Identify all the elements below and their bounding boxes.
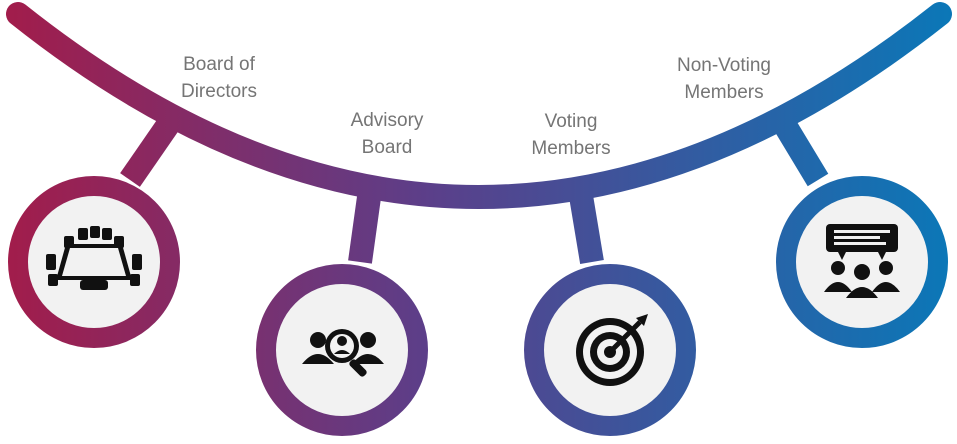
label-line: Board of: [183, 54, 255, 75]
connector-arc: [6, 2, 952, 209]
stem-advisory: [348, 188, 382, 264]
label-line: Directors: [180, 81, 257, 102]
label-line: Members: [531, 138, 611, 159]
label-advisory-board: Advisory Board: [307, 107, 467, 161]
audience-speech-icon: [824, 224, 900, 298]
stem-nonvoting: [772, 115, 829, 187]
target-icon: [576, 314, 648, 386]
label-line: Board: [361, 137, 413, 158]
stem-board: [120, 118, 178, 187]
stem-voting: [568, 188, 604, 264]
label-board-of-directors: Board of Directors: [139, 51, 299, 105]
label-line: Non-Voting: [676, 55, 771, 76]
conference-table-icon: [46, 226, 142, 290]
label-line: Members: [684, 82, 764, 103]
label-non-voting-members: Non-Voting Members: [644, 52, 804, 106]
label-line: Advisory: [350, 110, 424, 131]
label-voting-members: Voting Members: [491, 108, 651, 162]
node-nonvoting: [776, 176, 948, 348]
label-line: Voting: [544, 111, 598, 132]
search-people-icon: [302, 329, 384, 377]
